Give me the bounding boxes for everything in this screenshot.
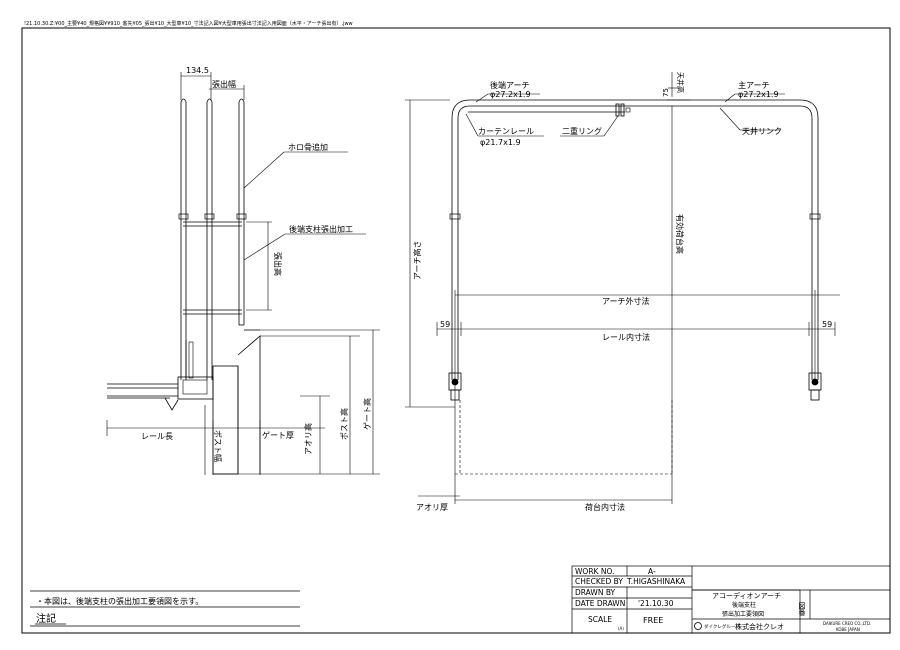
label-gate-height: ゲート高	[362, 398, 372, 430]
label-aori-height: アオリ高	[303, 423, 313, 455]
main-arch-dim: φ27.2x1.9	[738, 90, 779, 99]
title-block	[571, 565, 891, 634]
label-rear-arch: 後端アーチ	[490, 80, 530, 90]
left-view	[107, 98, 261, 475]
label-arch-height: アーチ高さ	[412, 240, 422, 280]
left-dimensions	[106, 72, 380, 475]
checked-by-label: CHECKED BY	[575, 577, 623, 586]
dim-75: 75	[662, 88, 670, 97]
label-rear-post: 後端支柱張出加工	[289, 224, 353, 234]
right-view-arch	[448, 99, 822, 401]
drawing-no-label: 図番	[798, 602, 806, 617]
drawn-by-label: DRAWN BY	[575, 588, 616, 597]
right-dimensions	[405, 72, 840, 504]
label-bar-height: 張出高	[273, 252, 283, 276]
title-line-2: 後端支柱	[732, 601, 756, 609]
work-no-value: A-	[648, 567, 656, 576]
title-line-3: 張出加工要領図	[722, 610, 764, 618]
label-gate-thickness: ゲート厚	[262, 430, 294, 440]
label-bar-width: 張出幅	[212, 79, 236, 89]
dim-59-left: 59	[440, 320, 450, 329]
date-label: DATE DRAWN	[575, 599, 625, 608]
label-rail-length: レール長	[141, 432, 173, 441]
dim-134-5: 134.5	[186, 66, 209, 75]
company-group: ダイクレグループ	[704, 623, 740, 630]
dim-59-right: 59	[822, 320, 832, 329]
label-ceiling-height: 天井高	[676, 72, 685, 93]
curtain-dim: φ21.7x1.9	[480, 138, 521, 147]
scale-value: FREE	[643, 616, 663, 625]
scale-label: SCALE	[588, 615, 612, 624]
label-ceiling-ring: 天井リンク	[742, 126, 782, 136]
title-line-1: アコーディオンアーチ	[712, 591, 781, 600]
date-value: '21.10.30	[638, 599, 674, 608]
label-double-ring: 二重リング	[562, 126, 602, 136]
label-curtain-rail: カーテンレール	[478, 127, 534, 136]
file-path: !21.10.30.Z:¥00_主要¥40_規格図¥¥910_客先¥05_張出¥…	[24, 20, 353, 27]
label-post-width: ポスト幅	[213, 430, 223, 462]
label-horo-pipe: ホロ骨追加	[288, 142, 328, 152]
scale-sub: (A)	[618, 626, 624, 631]
company-en-1: DAIKURE CREO CO.,LTD.	[823, 621, 871, 626]
label-bed-inner: 荷台内寸法	[585, 502, 625, 512]
notes-title: 注記	[36, 612, 56, 625]
label-aori-thickness: アオリ厚	[416, 503, 448, 512]
notes-box	[30, 590, 300, 627]
sheet-border	[21, 27, 891, 634]
note-text: ・本図は、後端支柱の張出加工要領図を示す。	[36, 596, 203, 606]
label-outer-dim: アーチ外寸法	[602, 296, 650, 306]
checked-by-value: T.HIGASHINAKA	[626, 577, 686, 586]
work-no-label: WORK NO.	[575, 567, 614, 576]
company-en-2: KOBE JAPAN	[836, 627, 860, 632]
rear-arch-dim: φ27.2x1.9	[490, 90, 531, 99]
label-post-height: ポスト高	[339, 408, 349, 440]
label-effective-height: 有効荷台高	[675, 214, 685, 254]
label-rail-inner: レール内寸法	[602, 332, 650, 342]
label-main-arch: 主アーチ	[738, 80, 770, 90]
company-name: 株式会社クレオ	[735, 622, 784, 631]
